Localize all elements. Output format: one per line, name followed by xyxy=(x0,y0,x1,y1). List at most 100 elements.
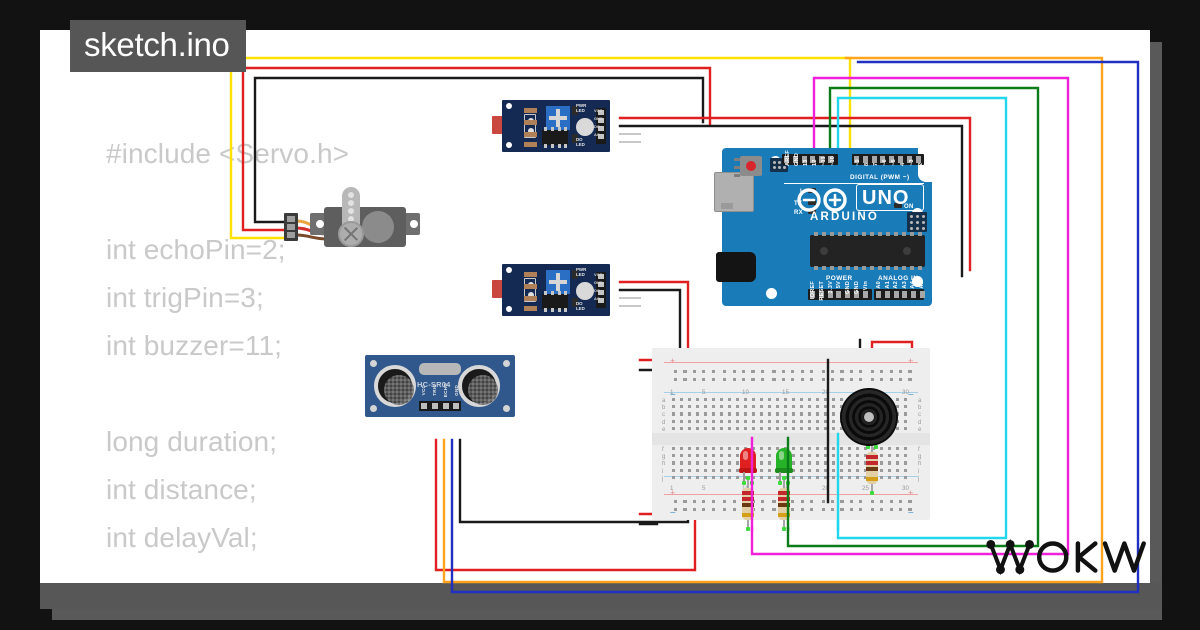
breadboard-hole[interactable] xyxy=(800,461,804,465)
breadboard-hole[interactable] xyxy=(744,426,748,430)
breadboard-hole[interactable] xyxy=(848,447,852,451)
breadboard-hole[interactable] xyxy=(760,398,764,402)
breadboard-hole[interactable] xyxy=(692,508,696,512)
breadboard-hole[interactable] xyxy=(720,468,724,472)
breadboard-hole[interactable] xyxy=(712,398,716,402)
breadboard-hole[interactable] xyxy=(896,405,900,409)
breadboard-hole[interactable] xyxy=(760,447,764,451)
breadboard-hole[interactable] xyxy=(752,447,756,451)
breadboard-hole[interactable] xyxy=(674,378,678,382)
breadboard-hole[interactable] xyxy=(792,412,796,416)
breadboard-hole[interactable] xyxy=(816,426,820,430)
breadboard-hole[interactable] xyxy=(840,500,844,504)
breadboard-hole[interactable] xyxy=(824,475,828,479)
breadboard-hole[interactable] xyxy=(904,412,908,416)
breadboard-hole[interactable] xyxy=(840,461,844,465)
breadboard-hole[interactable] xyxy=(732,378,736,382)
breadboard-hole[interactable] xyxy=(680,419,684,423)
breadboard-hole[interactable] xyxy=(704,447,708,451)
breadboard-hole[interactable] xyxy=(742,378,746,382)
ldr-pin-header-top[interactable] xyxy=(596,108,606,144)
breadboard-hole[interactable] xyxy=(808,398,812,402)
breadboard-hole[interactable] xyxy=(752,419,756,423)
breadboard-hole[interactable] xyxy=(692,370,696,374)
breadboard-hole[interactable] xyxy=(768,468,772,472)
breadboard-hole[interactable] xyxy=(808,412,812,416)
breadboard-hole[interactable] xyxy=(680,398,684,402)
breadboard-hole[interactable] xyxy=(896,475,900,479)
breadboard-hole[interactable] xyxy=(784,405,788,409)
ldr-potentiometer-bottom[interactable] xyxy=(546,270,570,294)
breadboard-hole[interactable] xyxy=(816,468,820,472)
breadboard-hole[interactable] xyxy=(776,419,780,423)
breadboard-hole[interactable] xyxy=(808,475,812,479)
breadboard-hole[interactable] xyxy=(712,475,716,479)
breadboard-hole[interactable] xyxy=(752,412,756,416)
breadboard-hole[interactable] xyxy=(732,508,736,512)
breadboard-hole[interactable] xyxy=(821,508,825,512)
breadboard-hole[interactable] xyxy=(723,508,727,512)
power-header[interactable] xyxy=(808,289,872,300)
breadboard-hole[interactable] xyxy=(742,370,746,374)
breadboard-hole[interactable] xyxy=(760,500,764,504)
breadboard-hole[interactable] xyxy=(680,468,684,472)
breadboard-hole[interactable] xyxy=(800,447,804,451)
breadboard-hole[interactable] xyxy=(696,461,700,465)
breadboard-hole[interactable] xyxy=(744,405,748,409)
breadboard-hole[interactable] xyxy=(696,398,700,402)
breadboard-hole[interactable] xyxy=(680,447,684,451)
arduino-uno-board[interactable]: DIGITAL (PWM ~) AREFGND1312~11~10~987~6~… xyxy=(714,148,932,306)
breadboard-hole[interactable] xyxy=(816,461,820,465)
breadboard-hole[interactable] xyxy=(896,454,900,458)
breadboard-hole[interactable] xyxy=(864,468,868,472)
breadboard-hole[interactable] xyxy=(720,461,724,465)
breadboard-hole[interactable] xyxy=(821,370,825,374)
breadboard-hole[interactable] xyxy=(674,500,678,504)
breadboard-hole[interactable] xyxy=(723,378,727,382)
breadboard-hole[interactable] xyxy=(768,412,772,416)
breadboard-hole[interactable] xyxy=(672,398,676,402)
ldr-potentiometer-top[interactable] xyxy=(546,106,570,130)
breadboard-hole[interactable] xyxy=(908,370,912,374)
breadboard-hole[interactable] xyxy=(672,447,676,451)
breadboard-hole[interactable] xyxy=(832,419,836,423)
breadboard-hole[interactable] xyxy=(904,398,908,402)
breadboard-hole[interactable] xyxy=(696,454,700,458)
breadboard-hole[interactable] xyxy=(702,378,706,382)
breadboard-hole[interactable] xyxy=(896,461,900,465)
breadboard-hole[interactable] xyxy=(800,508,804,512)
breadboard-hole[interactable] xyxy=(904,454,908,458)
breadboard-hole[interactable] xyxy=(904,468,908,472)
breadboard-hole[interactable] xyxy=(728,447,732,451)
breadboard-hole[interactable] xyxy=(720,454,724,458)
hc-sr04-ultrasonic-sensor[interactable]: HC-SR04 VCC TRIG ECHO GND xyxy=(365,355,515,417)
breadboard-hole[interactable] xyxy=(824,461,828,465)
breadboard-hole[interactable] xyxy=(712,454,716,458)
breadboard-hole[interactable] xyxy=(856,475,860,479)
breadboard-hole[interactable] xyxy=(732,500,736,504)
breadboard-hole[interactable] xyxy=(683,378,687,382)
breadboard-hole[interactable] xyxy=(776,412,780,416)
breadboard-hole[interactable] xyxy=(832,461,836,465)
breadboard-hole[interactable] xyxy=(692,500,696,504)
breadboard-hole[interactable] xyxy=(688,405,692,409)
breadboard-hole[interactable] xyxy=(824,454,828,458)
breadboard-hole[interactable] xyxy=(760,461,764,465)
breadboard-hole[interactable] xyxy=(800,412,804,416)
breadboard-hole[interactable] xyxy=(792,468,796,472)
breadboard-hole[interactable] xyxy=(680,454,684,458)
breadboard-hole[interactable] xyxy=(800,370,804,374)
reset-button[interactable] xyxy=(740,156,762,176)
breadboard-hole[interactable] xyxy=(736,468,740,472)
breadboard-hole[interactable] xyxy=(768,447,772,451)
breadboard-hole[interactable] xyxy=(680,475,684,479)
breadboard-hole[interactable] xyxy=(888,468,892,472)
breadboard-hole[interactable] xyxy=(824,405,828,409)
breadboard-hole[interactable] xyxy=(680,405,684,409)
breadboard-hole[interactable] xyxy=(772,500,776,504)
breadboard-hole[interactable] xyxy=(870,378,874,382)
breadboard-hole[interactable] xyxy=(776,426,780,430)
breadboard-hole[interactable] xyxy=(792,447,796,451)
breadboard-hole[interactable] xyxy=(840,475,844,479)
